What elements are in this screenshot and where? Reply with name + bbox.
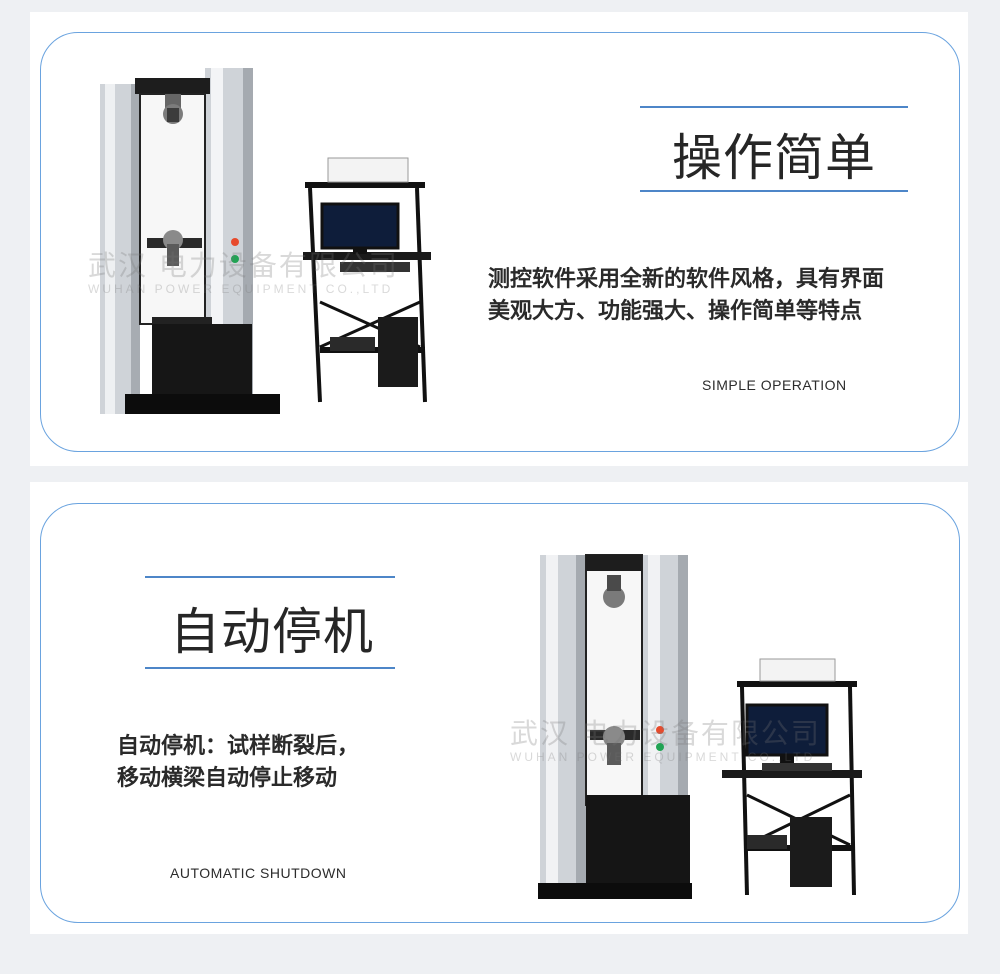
- testing-machine-illustration-1: [100, 68, 431, 414]
- title-rule-top-1: [640, 106, 908, 108]
- company-watermark-1: 武汉 电力设备有限公司 WUHAN POWER EQUIPMENT CO.,LT…: [88, 249, 399, 296]
- title-rule-top-2: [145, 576, 395, 578]
- description-line: 测控软件采用全新的软件风格，具有界面: [488, 267, 885, 292]
- section-subtitle-2: AUTOMATIC SHUTDOWN: [170, 865, 347, 881]
- description-line: 自动停机：试样断裂后，: [117, 734, 360, 759]
- description-line: 移动横梁自动停止移动: [117, 766, 338, 791]
- testing-machine-illustration-2: [538, 554, 862, 899]
- description-line: 美观大方、功能强大、操作简单等特点: [488, 299, 863, 324]
- section-title-1: 操作简单: [672, 129, 876, 187]
- section-description-1: 测控软件采用全新的软件风格，具有界面 美观大方、功能强大、操作简单等特点: [488, 264, 884, 328]
- company-watermark-2: 武汉 电力设备有限公司 WUHAN POWER EQUIPMENT CO.,LT…: [510, 717, 821, 764]
- section-description-2: 自动停机：试样断裂后， 移动横梁自动停止移动: [117, 731, 359, 795]
- title-rule-bottom-2: [145, 667, 395, 669]
- section-subtitle-1: SIMPLE OPERATION: [702, 377, 847, 393]
- section-title-2: 自动停机: [170, 603, 374, 661]
- title-rule-bottom-1: [640, 190, 908, 192]
